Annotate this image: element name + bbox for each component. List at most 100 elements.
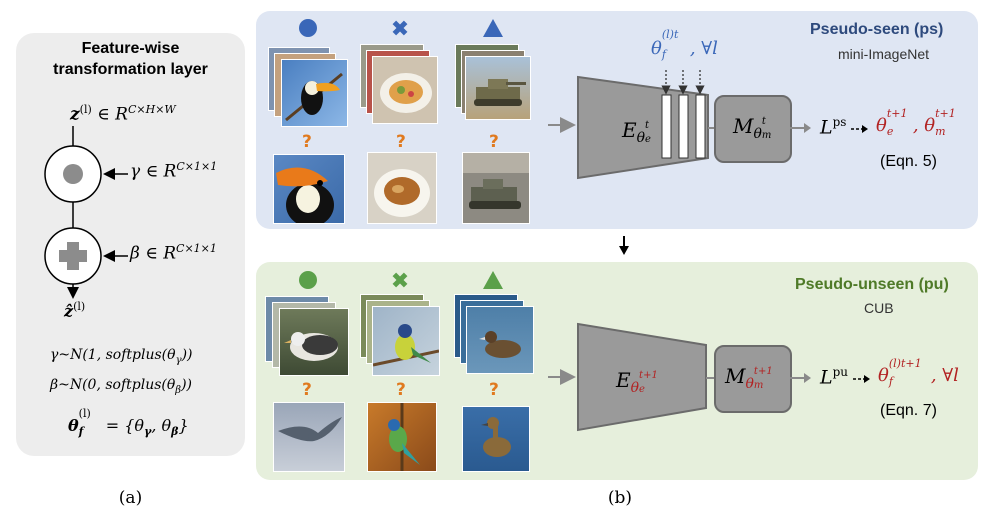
pu-met-sup: t+1: [753, 366, 773, 377]
ps-enc-theta: θ: [636, 130, 646, 146]
pu-circle-icon: [299, 271, 317, 289]
ps-theta-scripts: (l)t f: [662, 28, 690, 61]
gamma-dist-end: )): [181, 347, 193, 363]
ps-triangle-icon: [483, 19, 503, 37]
ps-theta-sup: (l)t: [661, 28, 679, 41]
pu-query-2: [367, 402, 437, 472]
ps-ft-layer-2: [678, 94, 689, 159]
theta-f-sub: f: [78, 425, 84, 438]
ps-circle-icon: [299, 19, 317, 37]
albatross-flight-image: [278, 417, 342, 442]
pu-cross-icon: [392, 272, 408, 288]
beta-text: β ∈ R: [130, 243, 177, 264]
pu-query-1: [273, 402, 345, 472]
pu-query-mark-2: ?: [396, 380, 406, 400]
ps-metric-arrow: [790, 123, 811, 133]
ps-loss-arrow: [851, 125, 868, 133]
z-hat-symbol: ẑ: [64, 301, 74, 321]
panel-a-title: Feature-wise transformation layer: [16, 38, 245, 80]
ps-eqn-ref: (Eqn. 5): [880, 153, 937, 170]
z-sup: (l): [79, 103, 92, 116]
pu-met-M: M: [725, 364, 746, 388]
ps-met-sup: t: [761, 116, 766, 127]
grebe-image: [479, 331, 521, 358]
ps-query-mark-3: ?: [489, 132, 499, 152]
panel-a-title-line2: transformation layer: [53, 61, 208, 78]
gamma-text: γ ∈ R: [130, 161, 177, 182]
theta-f-symbol: θ: [68, 416, 79, 435]
ps-metric-box: [714, 95, 792, 163]
add-icon-h: [59, 250, 87, 262]
ps-query-1: [273, 154, 345, 224]
ps-met-M: M: [733, 114, 754, 138]
pu-support-1-front: [279, 308, 349, 376]
theta-f-scripts: (l) f: [79, 407, 101, 438]
ps-met-sub: m: [761, 130, 772, 141]
gamma-dist-text: γ~N(1, softplus(θ: [50, 347, 176, 363]
ps-theta-sub: f: [661, 48, 666, 61]
ps-enc-E: E: [622, 118, 637, 142]
input-feature-label: z(l) ∈ RC×H×W: [70, 103, 176, 125]
ps-theta-label: θ(l)t f , ∀l: [651, 28, 718, 61]
ps-ft-layer-3: [695, 94, 706, 159]
gamma-label: γ ∈ RC×1×1: [130, 160, 217, 182]
ps-query-mark-1: ?: [302, 132, 312, 152]
ps-loss-L: L: [820, 116, 833, 139]
pu-met-sub: m: [753, 380, 764, 391]
pu-metric-box: [714, 345, 792, 413]
theta-f-sup: (l): [78, 407, 91, 420]
ps-support-3-front: [465, 56, 531, 120]
pu-met-theta: θ: [745, 376, 754, 392]
pu-support-3-front: [466, 306, 534, 374]
pu-loss-L: L: [820, 366, 833, 389]
ps-theta-sym: θ: [651, 38, 662, 59]
z-hat-sup: (l): [73, 300, 86, 313]
pu-upd-sub: f: [888, 375, 893, 388]
pu-query-3: [462, 406, 530, 472]
z-dims: C×H×W: [127, 103, 176, 116]
toucan-query-image: [276, 167, 334, 223]
theta-f-end: }: [178, 416, 189, 435]
pu-subtitle: CUB: [864, 300, 894, 316]
ps-enc-sup: t: [645, 120, 650, 131]
beta-distribution: β~N(0, softplus(θβ)): [50, 376, 192, 396]
ps-query-2: [367, 152, 437, 224]
pu-query-mark-3: ?: [489, 380, 499, 400]
pu-encoder-diagram: [548, 322, 714, 432]
beta-label: β ∈ RC×1×1: [130, 242, 217, 264]
ps-subtitle: mini-ImageNet: [838, 46, 930, 62]
ps-loss-label: Lps: [820, 115, 846, 139]
green-jay-image: [373, 324, 439, 367]
caption-b: (b): [607, 488, 633, 508]
pu-class-symbols: [299, 271, 503, 289]
beta-dims: C×1×1: [176, 242, 217, 255]
pu-loss-label: Lpu: [820, 365, 848, 389]
z-symbol: z: [70, 104, 80, 125]
tank-image: [474, 79, 526, 106]
ps-to-pu-arrow: [619, 236, 629, 255]
beta-dist-text: β~N(0, softplus(θ: [50, 377, 176, 393]
multiply-icon: [63, 164, 83, 184]
caption-a: (a): [118, 488, 143, 508]
ps-upd2-sub: m: [935, 125, 946, 138]
ps-support-1-front: [281, 59, 348, 127]
tank-query-image: [463, 153, 529, 209]
gamma-dist-sub: γ: [175, 354, 182, 366]
ps-enc-sub: e: [645, 134, 651, 145]
albatross-image: [284, 332, 338, 361]
ps-class-symbols: [299, 19, 503, 37]
pu-upd-sup: (l)t+1: [888, 357, 922, 370]
theta-f-gamma: γ: [144, 425, 152, 439]
ps-theta-tail: , ∀l: [689, 38, 718, 59]
theta-f-beta: β: [171, 425, 179, 439]
pu-triangle-icon: [483, 271, 503, 289]
theta-f-rhs: = {θ: [100, 416, 145, 435]
ps-title: Pseudo-seen (ps): [810, 21, 944, 38]
ps-upd1-sup: t+1: [886, 107, 908, 120]
pu-enc-theta: θ: [630, 380, 640, 396]
gamma-dims: C×1×1: [176, 160, 218, 173]
